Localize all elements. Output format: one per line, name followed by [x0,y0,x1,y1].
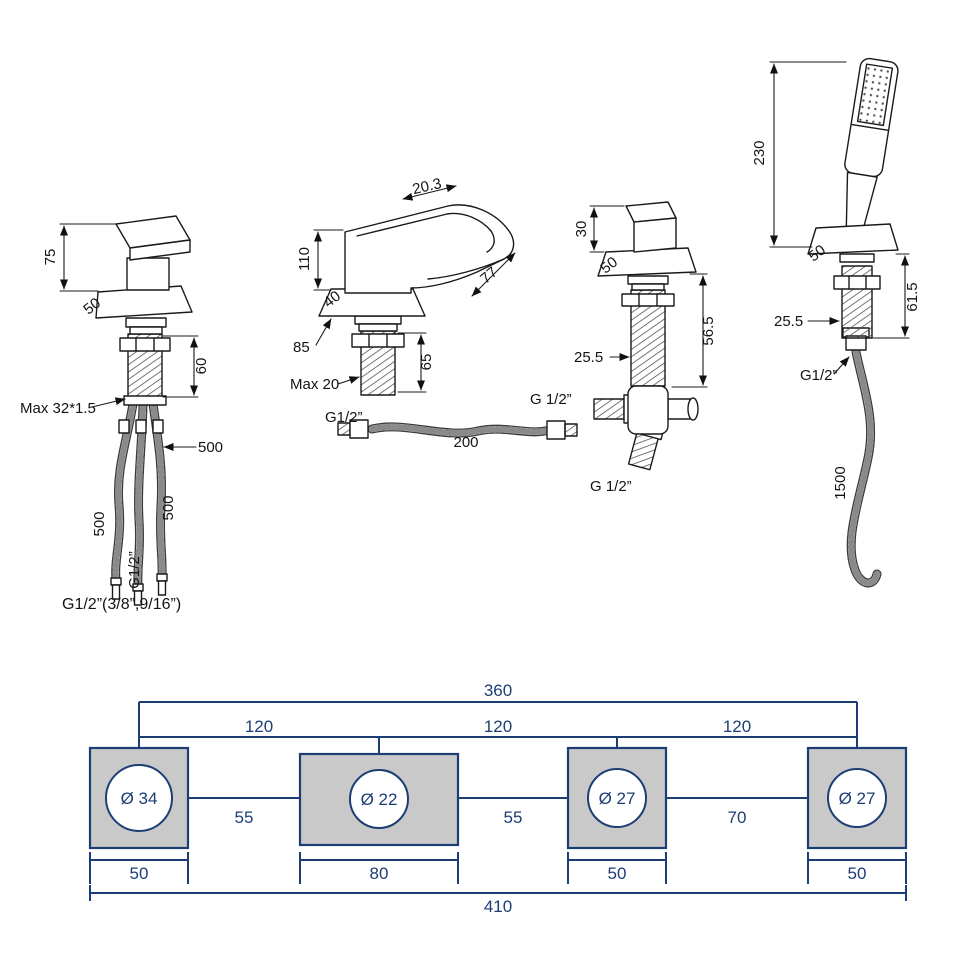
dim-gap-2: 55 [504,808,523,827]
dim-width-3: 50 [608,864,627,883]
diverter-unit-drawing: 30 50 56.5 25.5 G 1/2” [573,201,717,495]
hose-length-500-a: 500 [91,511,108,536]
lock-nut [351,333,405,348]
dim-25-5: 25.5 [774,313,803,330]
hose-length-500: 500 [198,439,223,456]
diverter-knob [667,398,691,420]
hose-connector [118,419,130,434]
hole-2-diameter: Ø 22 [361,790,398,809]
dim-spacing-3: 120 [723,717,751,736]
spout-unit-drawing: 20.3 110 77 40 85 65 Max 20 G1/2” 200 G … [290,175,578,451]
dim-85: 85 [293,339,310,356]
dim-40: 40 [320,288,344,312]
thread-size-label: G1/2” [126,551,143,589]
dim-gap-1: 55 [235,808,254,827]
connection-sizes-label: G1/2”(3/8”,9/16”) [62,596,181,613]
hose-left-label: G1/2” [325,409,363,426]
dim-61-5: 61.5 [904,282,921,311]
dim-total-width: 410 [484,897,512,916]
dim-20-3: 20.3 [411,175,443,198]
spray-face [856,63,894,127]
hose-length-200: 200 [453,434,478,451]
dim-spacing-1: 120 [245,717,273,736]
hole-1 [105,764,173,832]
hole-3 [587,768,647,828]
hole-2 [349,769,409,829]
lock-nut [119,337,171,352]
max-thread-label: Max 32*1.5 [20,400,96,417]
hole-3-diameter: Ø 27 [599,789,636,808]
dim-width-1: 50 [130,864,149,883]
hose-right-label: G 1/2” [530,391,572,408]
hand-shower-drawing: 230 50 61.5 25.5 G1/2” 1500 [751,57,921,583]
hose-length-1500: 1500 [832,466,849,499]
hole-4-diameter: Ø 27 [839,789,876,808]
handle-neck [126,257,170,291]
diverter-body [627,385,669,435]
dim-65: 65 [418,354,435,371]
lock-nut [833,275,881,290]
handle-unit-drawing: 75 50 60 Max 32*1.5 500 500 500 G1/2” G1… [20,215,223,613]
dim-25-5: 25.5 [574,349,603,366]
dim-50: 50 [597,254,621,278]
left-outlet [593,398,625,420]
dim-60: 60 [193,358,210,375]
dim-50: 50 [805,242,829,266]
lock-nut [621,293,675,307]
dim-spacing-2: 120 [484,717,512,736]
base-plate [95,285,193,319]
hose-end-fittings [110,573,168,606]
hose-connector [349,419,369,439]
dim-30: 30 [573,221,590,238]
dim-50: 50 [80,295,104,319]
installation-plan: 360 120 120 120 Ø 34 Ø 22 Ø 27 Ø 27 55 5… [88,681,908,916]
dim-75: 75 [42,249,59,266]
dim-56-5: 56.5 [700,316,717,345]
hose-connector [546,420,566,440]
hole-1-diameter: Ø 34 [121,789,158,808]
dim-gap-3: 70 [728,808,747,827]
hose-connector [152,419,164,434]
dim-230: 230 [751,140,768,165]
hole-4 [827,768,887,828]
thread-size-label: G1/2” [800,367,838,384]
dim-total-span: 360 [484,681,512,700]
outlet-thread-label: G 1/2” [590,478,632,495]
base-plate [807,223,899,255]
max-thread-label: Max 20 [290,376,339,393]
dim-width-2: 80 [370,864,389,883]
shower-handset [844,57,899,242]
dim-width-4: 50 [848,864,867,883]
hose-connector [135,419,147,434]
hose-length-500-b: 500 [160,495,177,520]
dim-110: 110 [296,247,313,271]
